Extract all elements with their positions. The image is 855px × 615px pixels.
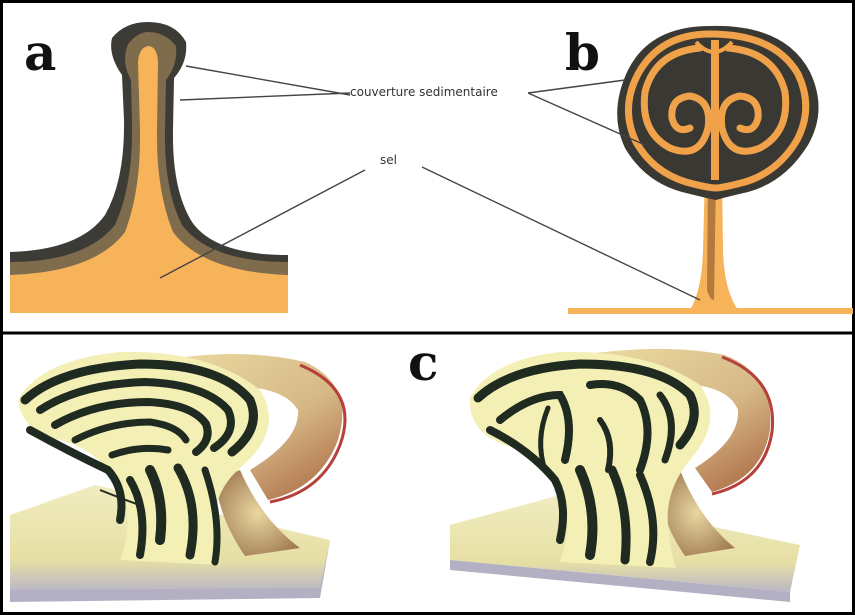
panel-b-diagram: [568, 26, 853, 314]
salt-diapir-salt: [10, 46, 288, 312]
panel-c-right-model: [450, 349, 800, 602]
panel-letter-a: a: [24, 28, 56, 78]
leader-cover-a1: [186, 66, 350, 95]
leader-cover-a2: [180, 93, 350, 100]
salt-layer-a: [10, 283, 288, 313]
panel-letter-c: c: [408, 338, 438, 388]
label-sel: sel: [380, 154, 397, 166]
label-couverture-sedimentaire: couverture sedimentaire: [350, 86, 498, 98]
panel-letter-b: b: [565, 28, 600, 78]
salt-column-b: [711, 40, 719, 180]
panel-c-left-model: [10, 352, 345, 602]
leader-salt-b: [422, 167, 700, 300]
